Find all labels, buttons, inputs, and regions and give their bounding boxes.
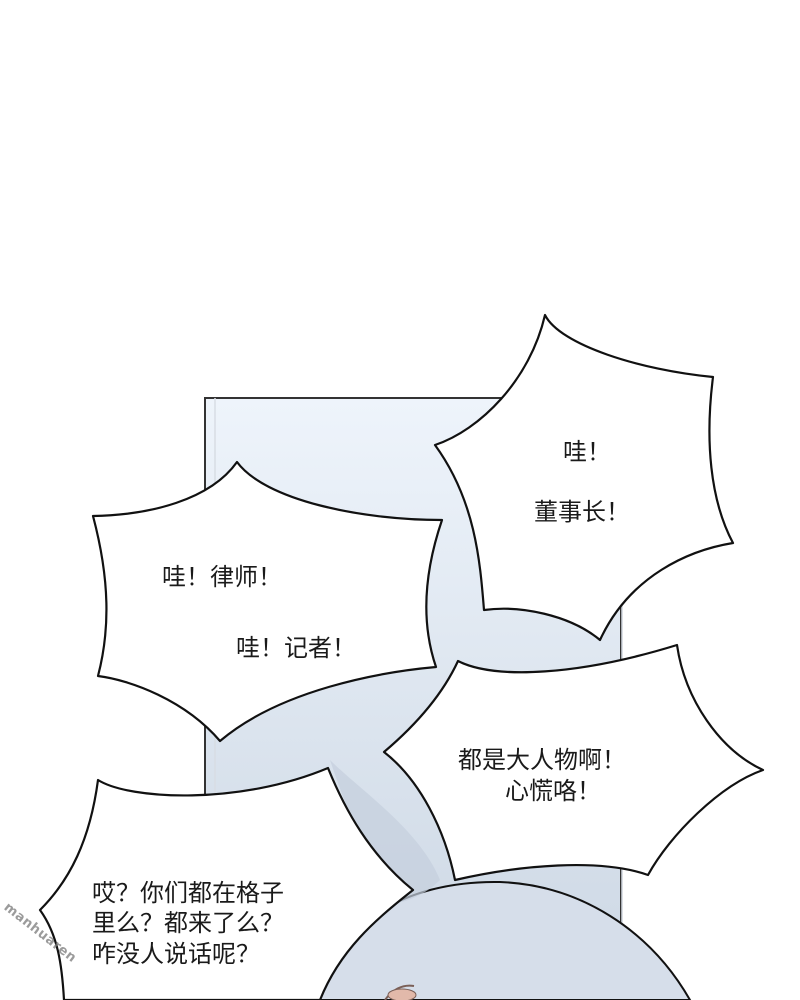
bubble-bottom-left-line-1: 哎？你们都在格子: [92, 879, 284, 907]
creature-ear: [384, 984, 415, 1000]
creature-shadow: [330, 760, 440, 905]
bubble-bottom-left-line-3: 咋没人说话呢？: [92, 940, 260, 968]
speech-bubble-shout: [91, 460, 444, 743]
speech-bubble-shout: [433, 313, 735, 642]
bubble-left-line-1: 哇！律师！: [162, 563, 282, 591]
bubble-left-line-2: 哇！记者！: [236, 634, 356, 662]
bubble-mid-right-line-2: 心慌咯！: [505, 777, 601, 805]
bubble-mid-right-line-1: 都是大人物啊！: [458, 746, 626, 774]
creature-skin-patch: [387, 988, 417, 1000]
bubble-top-right-line-1: 哇！: [563, 438, 611, 466]
bubble-top-right-line-2: 董事长！: [534, 498, 630, 526]
speech-bubble-shout: [382, 643, 765, 882]
speech-bubble-shout: [38, 766, 415, 1000]
bubble-bottom-left-line-2: 里么？都来了么？: [92, 909, 284, 937]
